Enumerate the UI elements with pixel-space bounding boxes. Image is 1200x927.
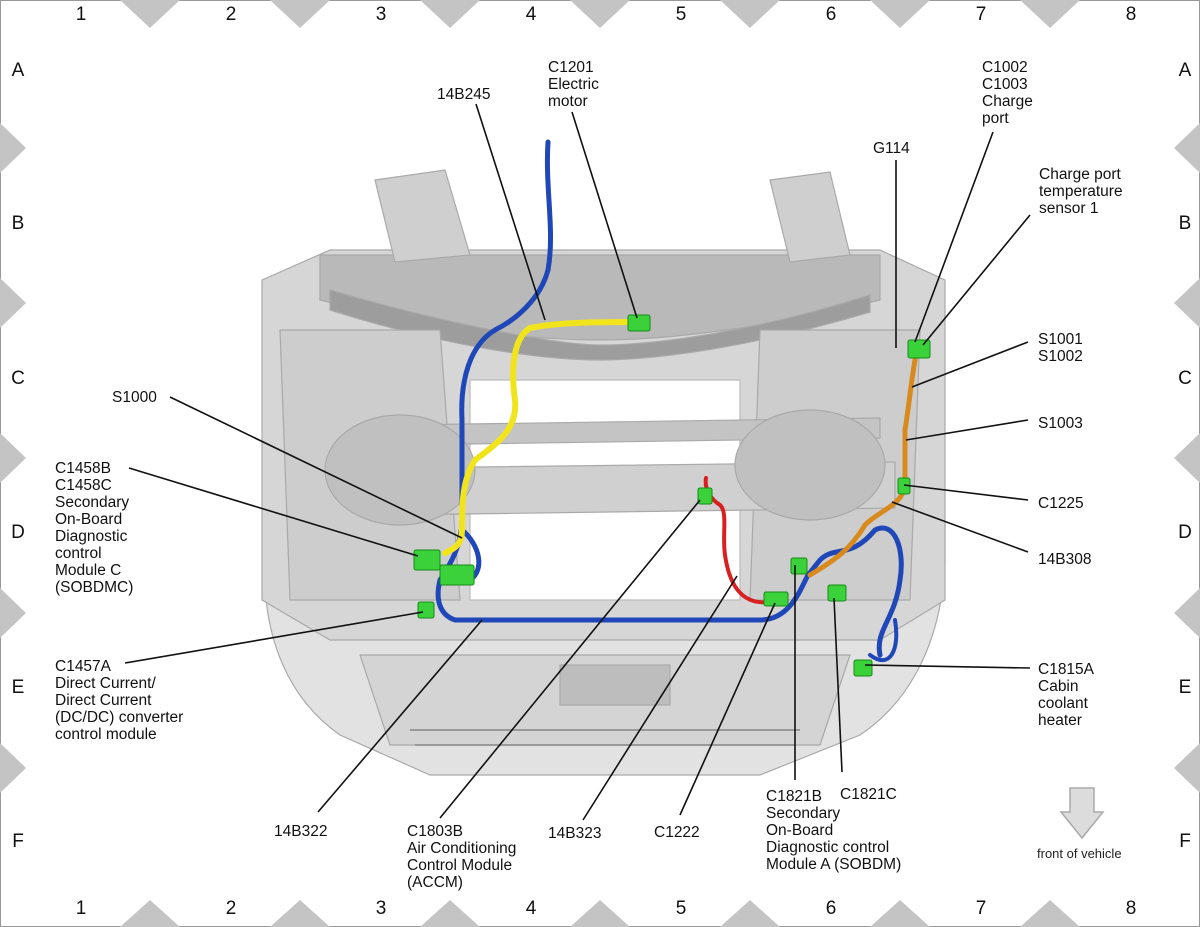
label-charge-port-temp-sensor: Charge port temperature sensor 1 (1039, 166, 1123, 217)
grid-row-a-right: A (1178, 60, 1192, 81)
label-c1458: C1458B C1458C Secondary On-Board Diagnos… (55, 460, 134, 596)
grid-col-7-bottom: 7 (975, 898, 987, 919)
label-s1000: S1000 (112, 389, 157, 406)
grid-row-b-right: B (1178, 213, 1192, 234)
label-c1225: C1225 (1038, 495, 1084, 512)
grid-row-c-right: C (1178, 368, 1192, 389)
label-14b245: 14B245 (437, 86, 491, 103)
label-c1803b: C1803B Air Conditioning Control Module (… (407, 823, 517, 891)
grid-row-f-right: F (1179, 831, 1191, 852)
grid-col-2-bottom: 2 (225, 898, 237, 919)
grid-col-7-top: 7 (975, 4, 987, 25)
grid-row-f-left: F (12, 831, 24, 852)
grid-col-2-top: 2 (225, 4, 237, 25)
vehicle-chassis (261, 169, 946, 776)
grid-col-1-bottom: 1 (75, 898, 87, 919)
label-c1821b: C1821B Secondary On-Board Diagnostic con… (766, 788, 902, 873)
grid-col-5-top: 5 (675, 4, 687, 25)
front-of-vehicle-note: front of vehicle (1037, 846, 1122, 861)
label-s1001-s1002: S1001 S1002 (1038, 331, 1083, 365)
label-g114: G114 (873, 140, 910, 157)
label-14b323: 14B323 (548, 825, 602, 842)
grid-col-4-bottom: 4 (525, 898, 537, 919)
grid-col-1-top: 1 (75, 4, 87, 25)
leader-lines (124, 103, 1031, 821)
grid-col-3-top: 3 (375, 4, 387, 25)
blue-harness (435, 139, 904, 658)
label-s1003: S1003 (1038, 415, 1083, 432)
label-c1815a: C1815A Cabin coolant heater (1038, 661, 1095, 729)
label-14b308: 14B308 (1038, 551, 1092, 568)
connectors (413, 314, 931, 677)
grid-row-e-right: E (1178, 677, 1192, 698)
label-c1201: C1201 Electric motor (548, 59, 599, 110)
yellow-harness (442, 319, 643, 556)
grid-row-d-left: D (11, 522, 25, 543)
grid-col-3-bottom: 3 (375, 898, 387, 919)
label-c1457a: C1457A Direct Current/ Direct Current (D… (55, 658, 184, 743)
grid-row-a-left: A (11, 60, 25, 81)
grid-row-d-right: D (1178, 522, 1192, 543)
grid-col-5-bottom: 5 (675, 898, 687, 919)
grid-row-e-left: E (11, 677, 25, 698)
front-arrow-icon (1059, 787, 1105, 840)
grid-col-8-bottom: 8 (1125, 898, 1137, 919)
label-c1002-c1003: C1002 C1003 Charge port (982, 59, 1033, 127)
label-c1821c: C1821C (840, 786, 897, 803)
label-14b322: 14B322 (274, 823, 328, 840)
grid-col-6-top: 6 (825, 4, 837, 25)
label-c1222: C1222 (654, 824, 700, 841)
grid-row-c-left: C (11, 368, 25, 389)
grid-col-4-top: 4 (525, 4, 537, 25)
grid-col-6-bottom: 6 (825, 898, 837, 919)
grid-col-8-top: 8 (1125, 4, 1137, 25)
grid-row-b-left: B (11, 213, 25, 234)
